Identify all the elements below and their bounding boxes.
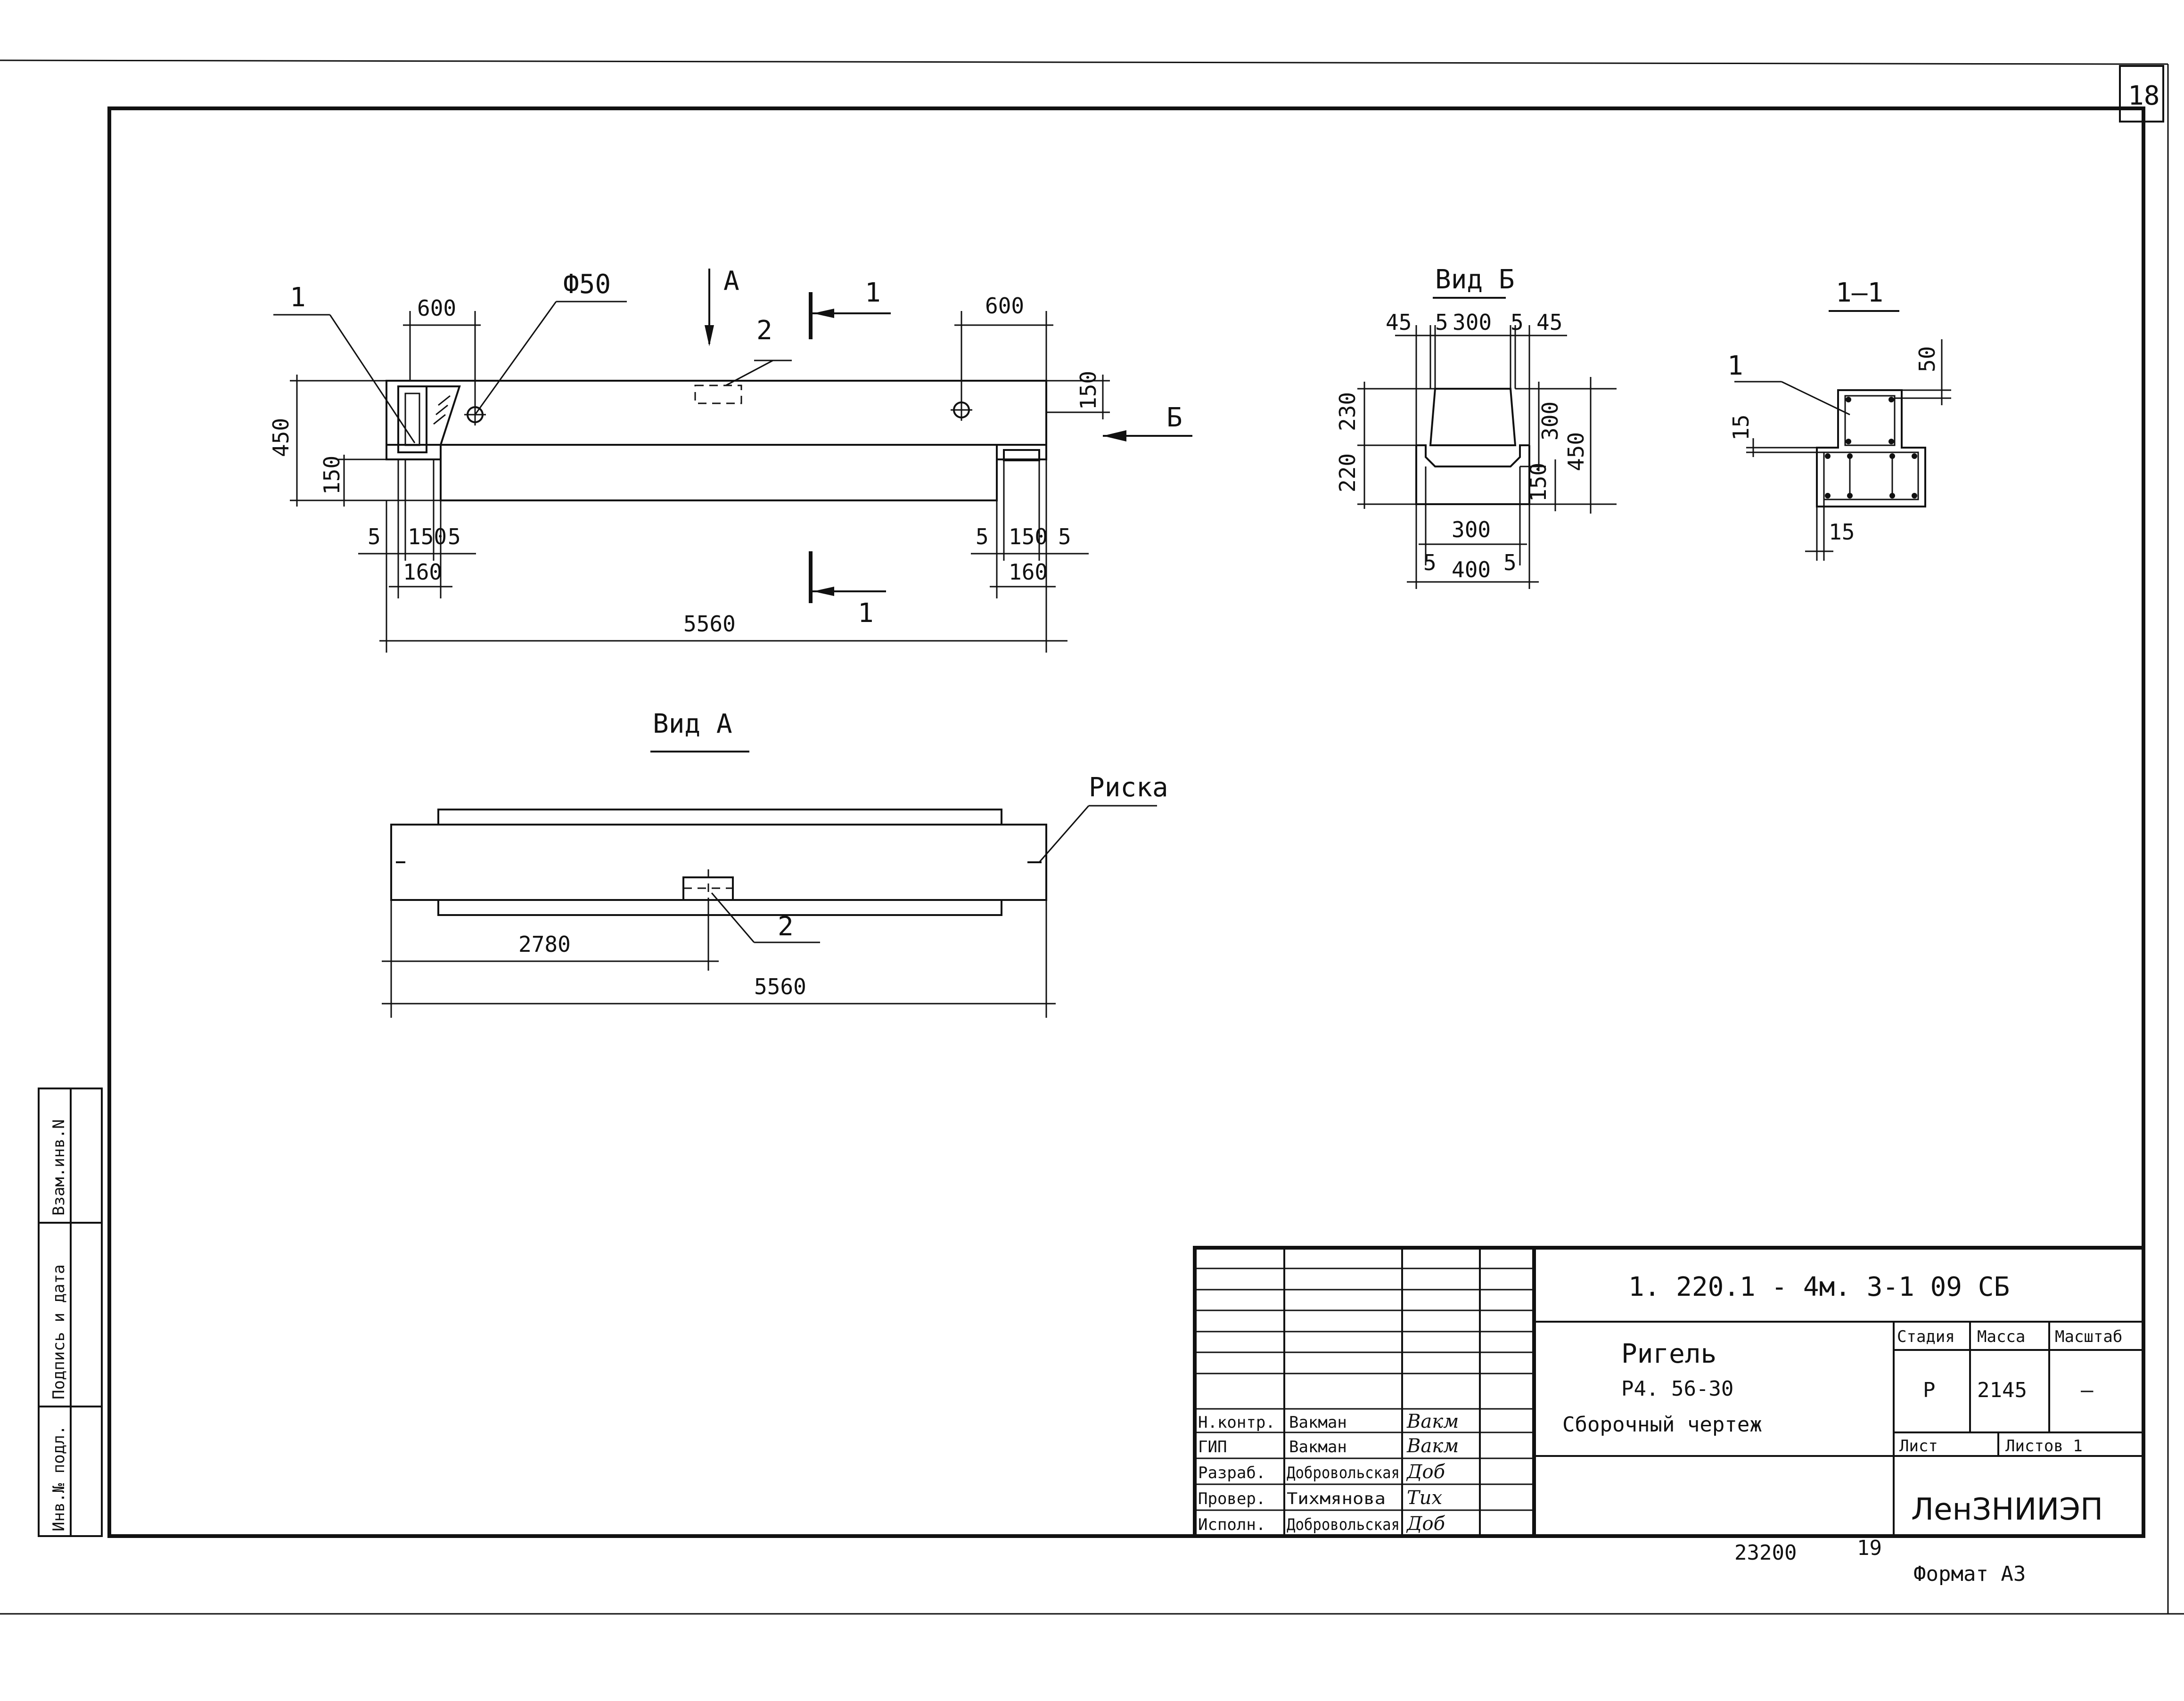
tb-sig-1: Вакм bbox=[1406, 1435, 1459, 1457]
vb-d300v: 300 bbox=[1537, 401, 1563, 441]
vb-d5c: 5 bbox=[1423, 550, 1437, 575]
side-stamp: Инв.№ подл. Подпись и дата Взам.инв.N bbox=[38, 1088, 103, 1537]
vb-d45b: 45 bbox=[1536, 310, 1562, 335]
tb-role-4: Исполн. bbox=[1198, 1515, 1265, 1534]
tb-sig-3: Тих bbox=[1407, 1487, 1442, 1509]
tb-code: 1. 220.1 - 4м. 3-1 09 СБ bbox=[1628, 1272, 2010, 1302]
dim-5c: 5 bbox=[976, 524, 989, 549]
vb-d400: 400 bbox=[1452, 557, 1491, 582]
vb-d5a: 5 bbox=[1435, 310, 1448, 335]
tb-org: ЛенЗНИИЭП bbox=[1911, 1492, 2103, 1527]
section-11-d15: 15 bbox=[1728, 415, 1754, 441]
vb-d150v: 150 bbox=[1526, 463, 1551, 502]
section-11-d50: 50 bbox=[1914, 346, 1940, 372]
dim-5560-elev: 5560 bbox=[683, 611, 736, 637]
tb-sig-4: Доб bbox=[1406, 1513, 1445, 1535]
dim-5a: 5 bbox=[368, 524, 381, 549]
dim-160b: 160 bbox=[1009, 559, 1048, 585]
dim-150b: 150 bbox=[1009, 524, 1048, 549]
dim-150a: 150 bbox=[408, 524, 447, 549]
footer-page: 19 bbox=[1857, 1536, 1882, 1560]
section-11-leader: 1 bbox=[1727, 351, 1743, 381]
vb-d5b: 5 bbox=[1511, 310, 1524, 335]
arrow-a-label: A bbox=[723, 266, 739, 296]
tb-stage-h: Стадия bbox=[1897, 1327, 1955, 1346]
tb-list: Лист bbox=[1899, 1437, 1938, 1456]
sheet-number-box bbox=[2119, 65, 2164, 123]
tb-mass-h: Масса bbox=[1977, 1327, 2025, 1346]
view-a-mark-2: 2 bbox=[778, 911, 794, 942]
dim-5d: 5 bbox=[1058, 524, 1071, 549]
inner-frame bbox=[107, 106, 2145, 1538]
tb-role-0: Н.контр. bbox=[1198, 1413, 1275, 1432]
tb-role-3: Провер. bbox=[1198, 1489, 1265, 1508]
podpis-data-label: Подпись и дата bbox=[49, 1264, 68, 1399]
tb-mass: 2145 bbox=[1977, 1378, 2027, 1402]
vb-d5d: 5 bbox=[1503, 550, 1517, 575]
tb-name3: Сборочный чертеж bbox=[1562, 1413, 1762, 1437]
tb-sig-2: Доб bbox=[1406, 1461, 1445, 1483]
vzam-inv-label: Взам.инв.N bbox=[49, 1119, 68, 1216]
elev-leader-1: 1 bbox=[290, 282, 306, 313]
tb-name1: Ригель bbox=[1621, 1339, 1716, 1369]
vb-d230: 230 bbox=[1335, 392, 1360, 431]
tb-role-1: ГИП bbox=[1198, 1438, 1227, 1456]
elev-mark-2: 2 bbox=[756, 315, 772, 346]
tb-name2: Р4. 56-30 bbox=[1621, 1377, 1733, 1401]
view-a-riska: Риска bbox=[1089, 772, 1168, 803]
dim-450: 450 bbox=[268, 418, 294, 457]
vb-d300b: 300 bbox=[1452, 517, 1491, 542]
footer-num: 23200 bbox=[1734, 1541, 1797, 1565]
dim-150-left: 150 bbox=[319, 456, 345, 495]
vb-d45a: 45 bbox=[1386, 310, 1412, 335]
tb-lists: Листов 1 bbox=[2005, 1437, 2083, 1456]
view-a-title: Вид А bbox=[653, 709, 732, 739]
section-1-bottom: 1 bbox=[858, 598, 874, 629]
tb-name-1: Вакман bbox=[1289, 1438, 1347, 1456]
arrow-b-label: Б bbox=[1166, 402, 1182, 433]
section-11-d15b: 15 bbox=[1829, 519, 1855, 545]
view-b-title: Вид Б bbox=[1435, 264, 1515, 295]
footer-format: Формат А3 bbox=[1913, 1562, 2026, 1586]
title-block: 1. 220.1 - 4м. 3-1 09 СБ Ригель Р4. 56-3… bbox=[1193, 1246, 2145, 1538]
view-a-d5560: 5560 bbox=[754, 974, 806, 999]
tb-stage: Р bbox=[1923, 1378, 1936, 1402]
tb-sig-0: Вакм bbox=[1406, 1411, 1459, 1432]
dim-160a: 160 bbox=[403, 559, 442, 585]
sheet-number: 18 bbox=[2128, 81, 2159, 111]
vb-d220: 220 bbox=[1335, 453, 1360, 492]
dim-150-right: 150 bbox=[1076, 371, 1101, 410]
vb-d450: 450 bbox=[1563, 432, 1589, 471]
tb-name-2: Добровольская bbox=[1287, 1464, 1400, 1482]
dim-600-right: 600 bbox=[985, 293, 1024, 319]
tb-scale-h: Масштаб bbox=[2055, 1327, 2122, 1346]
tb-name-0: Вакман bbox=[1289, 1413, 1347, 1432]
view-b: Вид Б 45 5 300 5 45 230 220 300 150 bbox=[1335, 264, 1617, 589]
inv-podl-label: Инв.№ подл. bbox=[49, 1425, 68, 1531]
view-a-d2780: 2780 bbox=[518, 932, 571, 957]
tb-name-4: Добровольская bbox=[1287, 1515, 1400, 1534]
tb-scale: — bbox=[2081, 1378, 2094, 1402]
tb-name-3: Тихмянова bbox=[1287, 1489, 1386, 1508]
elev-phi: Ф50 bbox=[563, 269, 611, 300]
section-1-top: 1 bbox=[865, 278, 881, 308]
view-a: Вид А Риска 2 2780 5560 bbox=[382, 709, 1168, 1018]
tb-role-2: Разраб. bbox=[1198, 1464, 1265, 1482]
section-11-title: 1–1 bbox=[1836, 278, 1883, 308]
dim-600-left: 600 bbox=[417, 295, 456, 321]
beam-elevation: 2 1 Ф50 600 600 A 1 1 Б bbox=[268, 266, 1192, 653]
vb-d300: 300 bbox=[1453, 310, 1492, 335]
dim-5b: 5 bbox=[448, 524, 461, 549]
section-1-1: 1–1 1 50 15 15 bbox=[1727, 278, 1951, 561]
